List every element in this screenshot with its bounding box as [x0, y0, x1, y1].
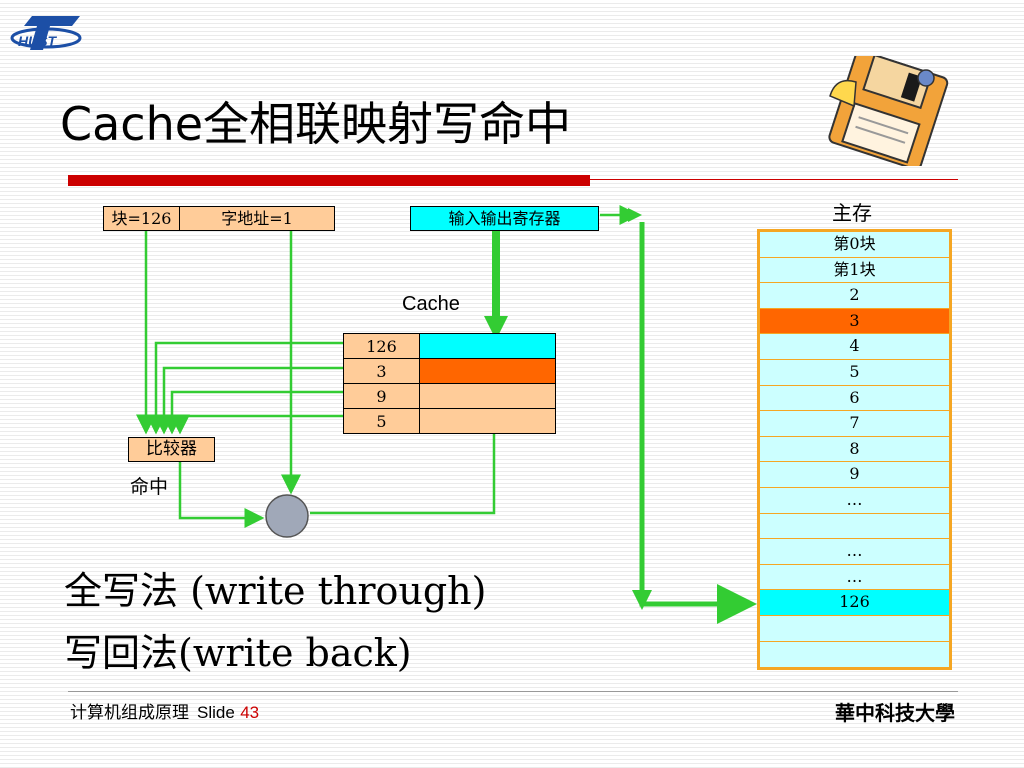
cache-row: 9: [343, 383, 556, 409]
write-through-text: 全写法 (write through): [64, 569, 487, 613]
footer-slide-word: Slide: [197, 703, 235, 722]
memory-block: [760, 641, 949, 668]
cache-data-cell: [419, 383, 556, 409]
university-name: 華中科技大學: [835, 701, 955, 725]
memory-block: 第1块: [760, 257, 949, 284]
tag-5-wire: [170, 414, 343, 435]
memory-block: …: [760, 564, 949, 591]
memory-block: 3: [760, 308, 949, 335]
memory-block: 5: [760, 359, 949, 386]
cache-tag: 126: [343, 333, 420, 359]
title-rule: [590, 179, 958, 180]
memory-block: …: [760, 487, 949, 514]
slide-title: Cache全相联映射写命中: [60, 97, 572, 151]
footer-rule: [68, 691, 958, 692]
io-to-cache-arrow: [484, 231, 508, 340]
hit-label: 命中: [130, 476, 169, 498]
cache-row: 5: [343, 408, 556, 434]
cache-row: 3: [343, 358, 556, 384]
memory-block: 9: [760, 462, 949, 488]
address-word-field: 字地址=1: [179, 206, 335, 231]
title-underline: [68, 175, 590, 186]
footer-left: 计算机组成原理 Slide 43: [70, 698, 259, 723]
cache-tag: 9: [343, 383, 420, 409]
address-block-field: 块=126: [103, 206, 180, 231]
memory-block: 2: [760, 283, 949, 309]
cache-row: 126: [343, 333, 556, 359]
memory-block: 8: [760, 436, 949, 463]
comparator: 比较器: [128, 437, 215, 462]
tag-3-wire: [154, 366, 343, 435]
cache-label: Cache: [402, 293, 460, 315]
memory-block: 6: [760, 385, 949, 412]
io-to-memory-wire-b: [639, 222, 757, 624]
cache-tag: 5: [343, 408, 420, 434]
memory-block: 第0块: [760, 232, 949, 258]
cache-table: 126 3 9 5: [343, 333, 556, 434]
memory-block: 4: [760, 334, 949, 360]
floppy-disk-icon: [828, 56, 949, 166]
hit-wire: [178, 462, 265, 528]
cache-tag: 3: [343, 358, 420, 384]
tag-9-wire: [162, 390, 343, 435]
memory-block: 7: [760, 411, 949, 437]
memory-block: [760, 513, 949, 540]
cache-data-cell: [419, 358, 556, 384]
footer-slide-number: 43: [240, 703, 260, 722]
hust-logo-icon: HUST: [10, 16, 82, 50]
main-memory: 第0块 第1块 2 3 4 5 6 7 8 9 … … … 126: [757, 229, 952, 671]
logo-text: HUST: [18, 33, 58, 49]
io-register: 输入输出寄存器: [410, 206, 599, 231]
tag-126-wire: [146, 341, 343, 435]
footer-course: 计算机组成原理: [70, 703, 189, 723]
memory-block: 126: [760, 590, 949, 616]
or-gate-icon: [265, 494, 309, 538]
memory-block: [760, 615, 949, 642]
memory-block: …: [760, 539, 949, 565]
cache-data-cell: [419, 408, 556, 434]
memory-label: 主存: [832, 201, 872, 225]
cache-data-cell: [419, 333, 556, 359]
write-back-text: 写回法(write back): [64, 631, 412, 675]
